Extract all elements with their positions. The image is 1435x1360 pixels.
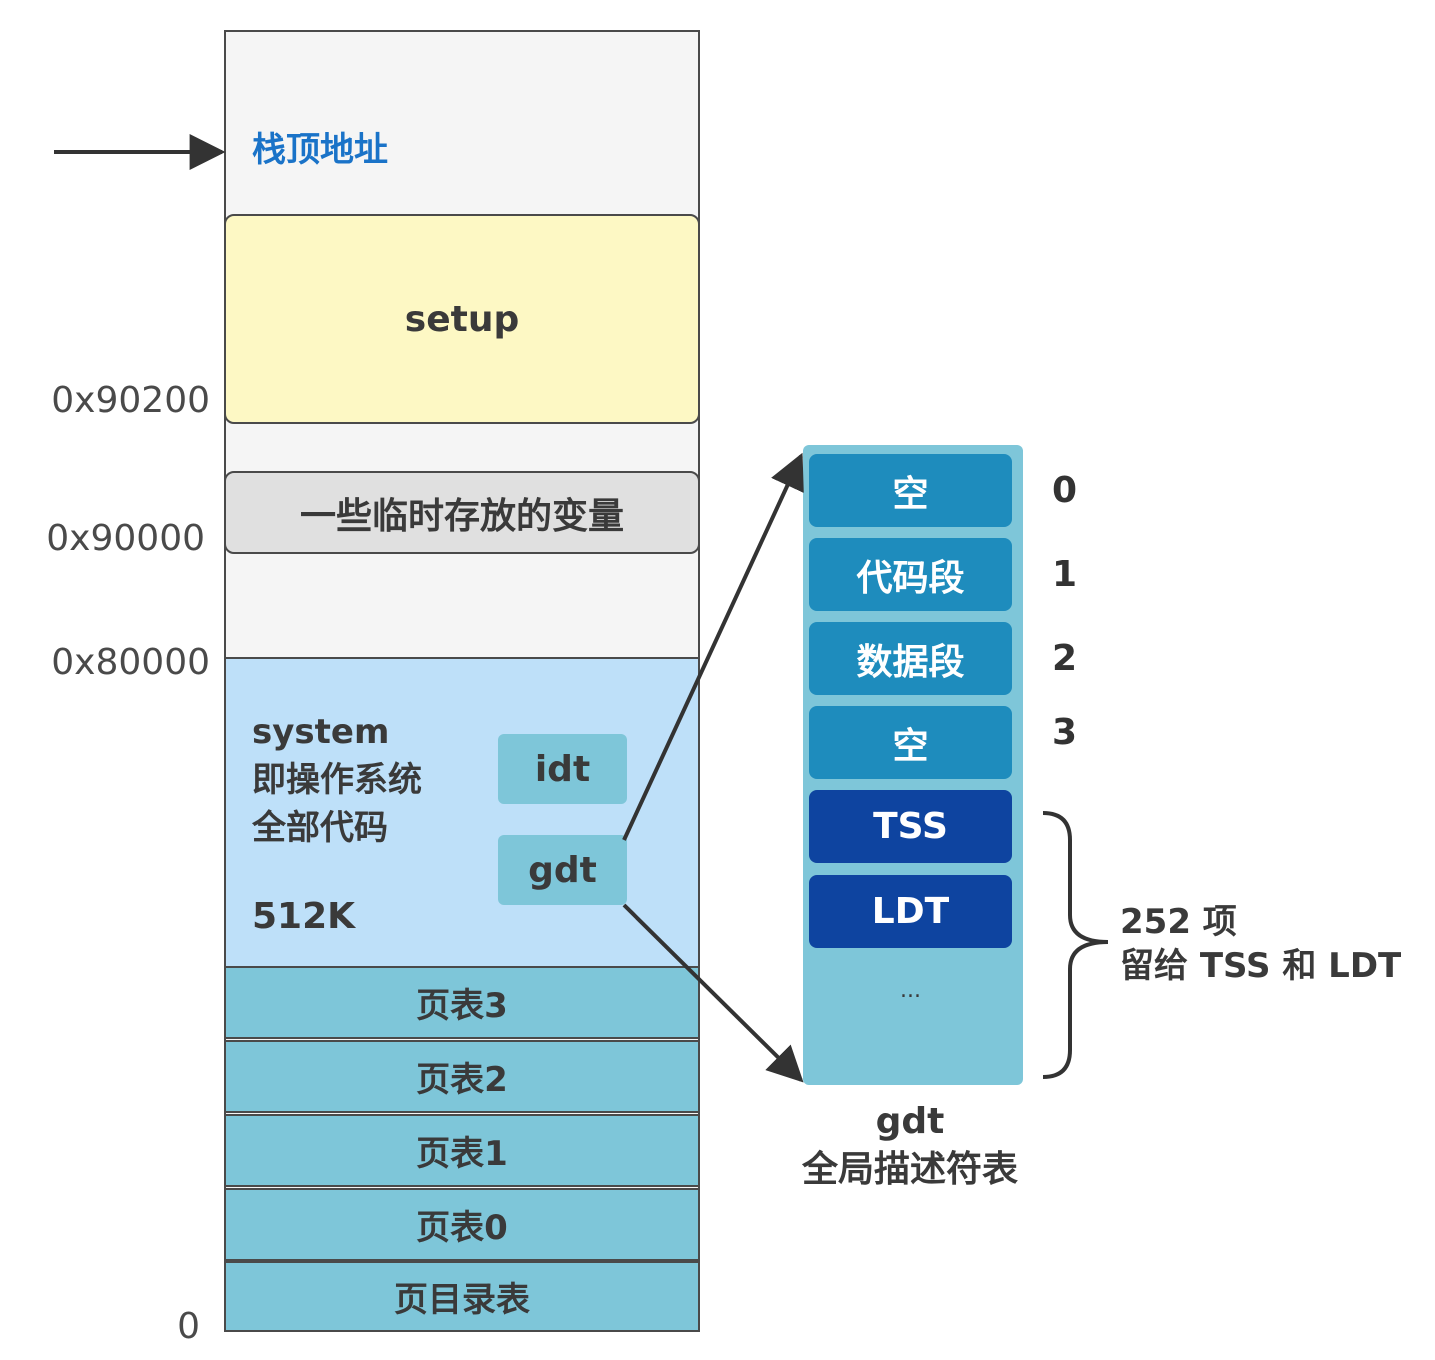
gdt-caption-name: gdt <box>875 1101 945 1142</box>
system-description: system 即操作系统 全部代码 <box>252 708 422 852</box>
gdt-top-arrow <box>622 452 804 841</box>
system-line-3: 全部代码 <box>252 808 388 848</box>
gdt-entry-label: 空 <box>892 473 929 515</box>
gdt-entry-label: 代码段 <box>856 557 965 599</box>
gdt-entry-label: LDT <box>871 891 950 932</box>
gdt-entry-ldt: LDT <box>809 875 1012 948</box>
gdt-entry-tss: TSS <box>809 790 1012 863</box>
page-table-0: 页表0 <box>224 1188 700 1261</box>
gdt-entry-data-segment: 数据段 <box>809 622 1012 695</box>
gdt-block: gdt <box>498 835 627 905</box>
page-table-label: 页表2 <box>416 1060 508 1100</box>
system-block <box>224 657 700 966</box>
page-table-2: 页表2 <box>224 1040 700 1113</box>
brace-note-count: 252 项 <box>1120 902 1237 942</box>
gdt-index-1: 1 <box>1052 554 1078 595</box>
gdt-index-0: 0 <box>1052 470 1078 511</box>
gdt-index-2: 2 <box>1052 638 1078 679</box>
gdt-label: gdt <box>528 849 597 891</box>
page-table-3: 页表3 <box>224 966 700 1039</box>
gdt-entry-null-0: 空 <box>809 454 1012 527</box>
page-directory-label: 页目录表 <box>394 1280 530 1320</box>
gdt-entry-code-segment: 代码段 <box>809 538 1012 611</box>
address-zero: 0 <box>177 1306 200 1347</box>
address-0x90200: 0x90200 <box>51 380 210 421</box>
system-line-1: system <box>252 712 390 752</box>
brace-note-purpose: 留给 TSS 和 LDT <box>1120 946 1402 986</box>
setup-block: setup <box>224 214 700 424</box>
gdt-bottom-arrow <box>622 903 804 1083</box>
gdt-entry-label: 空 <box>892 725 929 767</box>
temp-vars-block: 一些临时存放的变量 <box>224 471 700 554</box>
gdt-caption: gdt 全局描述符表 <box>760 1098 1060 1194</box>
system-size: 512K <box>252 896 356 937</box>
page-table-label: 页表0 <box>416 1208 508 1248</box>
gdt-caption-description: 全局描述符表 <box>801 1149 1018 1190</box>
page-table-label: 页表3 <box>416 986 508 1026</box>
page-table-1: 页表1 <box>224 1114 700 1187</box>
address-0x80000: 0x80000 <box>51 642 210 683</box>
stack-top-label: 栈顶地址 <box>252 130 388 170</box>
address-0x90000: 0x90000 <box>46 518 205 559</box>
gdt-entry-null-3: 空 <box>809 706 1012 779</box>
gdt-index-3: 3 <box>1052 712 1078 753</box>
page-table-label: 页表1 <box>416 1134 508 1174</box>
idt-label: idt <box>534 748 591 790</box>
brace-note: 252 项 留给 TSS 和 LDT <box>1120 900 1401 988</box>
curly-brace <box>1042 811 1109 1079</box>
gdt-ellipsis: ... <box>900 977 921 1003</box>
system-line-2: 即操作系统 <box>252 760 422 800</box>
gdt-entry-label: 数据段 <box>856 641 965 683</box>
idt-block: idt <box>498 734 627 804</box>
page-directory: 页目录表 <box>224 1261 700 1332</box>
setup-label: setup <box>404 298 520 340</box>
gdt-entry-label: TSS <box>873 806 948 847</box>
temp-vars-label: 一些临时存放的变量 <box>299 495 624 537</box>
